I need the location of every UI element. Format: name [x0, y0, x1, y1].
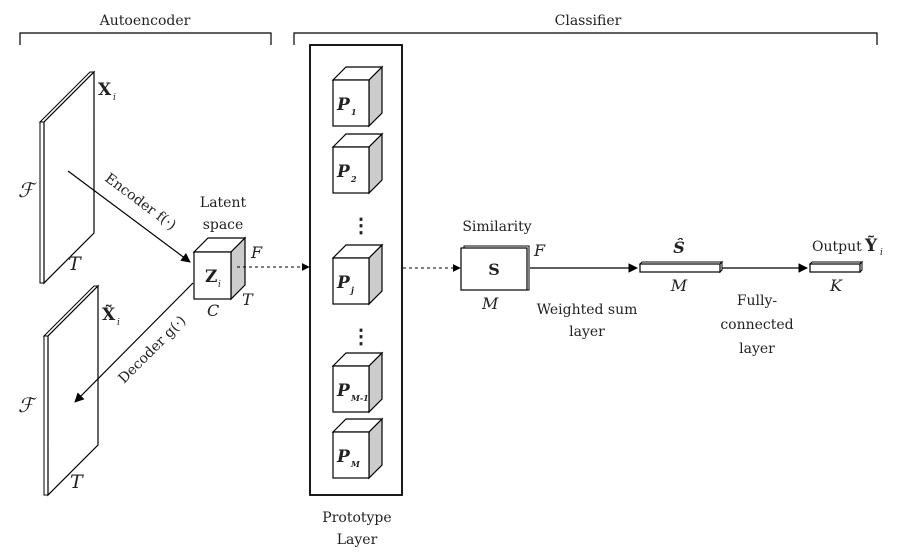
reconstruction-feature-axis: ℱ: [18, 393, 37, 417]
latent-subscript: i: [218, 280, 221, 290]
similarity-symbol: S: [488, 260, 500, 279]
autoencoder-title: Autoencoder: [99, 13, 191, 29]
prototype-ellipsis-bottom: ⋮: [351, 324, 371, 348]
prototype-layer-title-line1: Prototype: [322, 510, 391, 526]
classifier-section: Classifier: [293, 13, 878, 45]
classifier-bracket: [293, 32, 878, 45]
input-subscript: i: [113, 93, 116, 103]
prototype-subscript: M-1: [350, 393, 369, 403]
reconstruction-time-axis: Τ: [70, 471, 84, 493]
input-feature-axis: ℱ: [18, 178, 37, 202]
input-symbol: X: [98, 80, 112, 100]
prototype-subscript: j: [349, 285, 354, 295]
prototype-symbol: P: [336, 273, 351, 293]
prototype-symbol: P: [336, 447, 351, 467]
prototype-layer-title-line2: Layer: [337, 532, 378, 548]
output-vector: Output Ỹ i K: [808, 234, 883, 295]
similarity-dim-f: F: [533, 241, 546, 260]
reconstruction-symbol: X̃: [102, 305, 116, 325]
similarity-block: Similarity S F M: [460, 219, 546, 313]
weighted-sum-label-line2: layer: [569, 324, 605, 340]
s-hat-dim: M: [670, 276, 688, 295]
output-symbol: Ỹ: [864, 234, 878, 256]
s-hat-symbol: Ŝ: [673, 237, 685, 257]
input-plane: X i ℱ Τ: [18, 70, 116, 285]
output-dim: K: [829, 276, 843, 295]
latent-title-line2: space: [203, 217, 244, 233]
classifier-title: Classifier: [555, 13, 622, 29]
prototype-subscript: M: [350, 459, 361, 469]
prototype-symbol: P: [336, 162, 351, 182]
output-subscript: i: [880, 248, 883, 258]
prototype-symbol: P: [336, 381, 351, 401]
s-hat-vector: Ŝ M: [638, 237, 724, 295]
weighted-sum-layer: Weighted sum layer: [530, 263, 638, 340]
prototype-subscript: 1: [351, 107, 357, 117]
latent-cube: Latent space Z i F T C: [192, 195, 263, 320]
latent-dim-f: F: [250, 243, 263, 262]
prototype-ellipsis-top: ⋮: [351, 213, 371, 237]
autoencoder-section: Autoencoder: [19, 13, 272, 45]
weighted-sum-label-line1: Weighted sum: [537, 302, 638, 318]
latent-title-line1: Latent: [200, 195, 247, 211]
reconstruction-plane: X̃ i ℱ Τ: [18, 284, 120, 497]
fully-connected-label-line1: Fully-: [737, 293, 778, 309]
latent-symbol: Z: [205, 267, 217, 287]
output-label: Output: [812, 239, 862, 255]
similarity-title: Similarity: [462, 219, 531, 235]
fully-connected-label-line3: layer: [739, 341, 775, 357]
fully-connected-label-line2: connected: [720, 317, 793, 333]
latent-dim-c: C: [207, 301, 219, 320]
input-time-axis: Τ: [68, 253, 82, 275]
reconstruction-subscript: i: [117, 318, 120, 328]
latent-dim-t: T: [242, 290, 254, 309]
fully-connected-layer: Fully- connected layer: [720, 263, 808, 357]
prototype-symbol: P: [336, 95, 351, 115]
similarity-dim-m: M: [481, 294, 499, 313]
prototype-subscript: 2: [350, 174, 357, 184]
autoencoder-bracket: [19, 32, 272, 45]
